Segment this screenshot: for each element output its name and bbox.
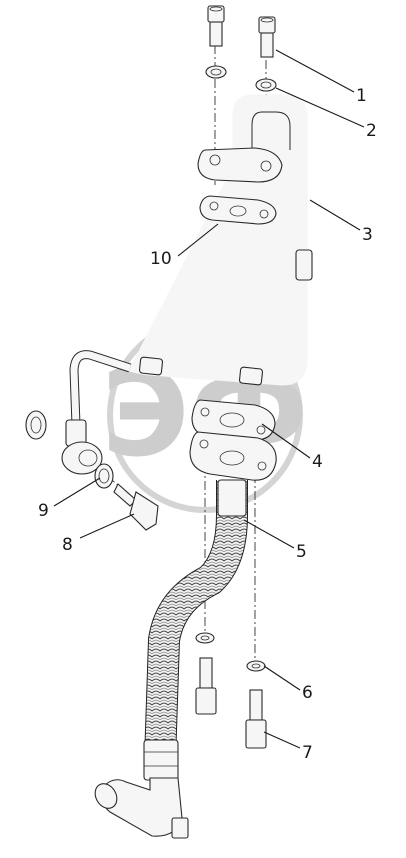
washer-bottom-right: [246, 660, 266, 672]
callout-6: 6: [302, 683, 313, 703]
callout-8: 8: [62, 535, 73, 555]
banjo-fitting: [61, 419, 103, 475]
lower-flange: [189, 431, 277, 481]
bolt-top-right: [258, 16, 276, 58]
banjo-washer-right: [94, 463, 114, 489]
callout-1: 1: [356, 86, 367, 106]
washer-top-right: [255, 78, 277, 92]
banjo-bolt: [113, 483, 159, 531]
callout-5: 5: [296, 542, 307, 562]
callout-4: 4: [312, 452, 323, 472]
stud-nut-bottom-left: [195, 657, 217, 715]
callout-labels: 1 2 3 4 5 6 7 8 9 10: [38, 86, 377, 763]
washer-top-left: [205, 65, 227, 79]
upper-gasket: [199, 195, 277, 225]
flexible-hose: [94, 479, 248, 839]
callout-2: 2: [366, 121, 377, 141]
callout-10: 10: [150, 249, 172, 269]
upper-flange: [197, 147, 283, 183]
callout-3: 3: [362, 225, 373, 245]
bolt-top-left: [207, 5, 225, 47]
callout-7: 7: [302, 743, 313, 763]
washer-bottom-left: [195, 632, 215, 644]
stud-nut-bottom-right: [245, 689, 267, 749]
banjo-washer-left: [25, 410, 47, 440]
leader-lines: [53, 49, 365, 749]
callout-9: 9: [38, 501, 49, 521]
